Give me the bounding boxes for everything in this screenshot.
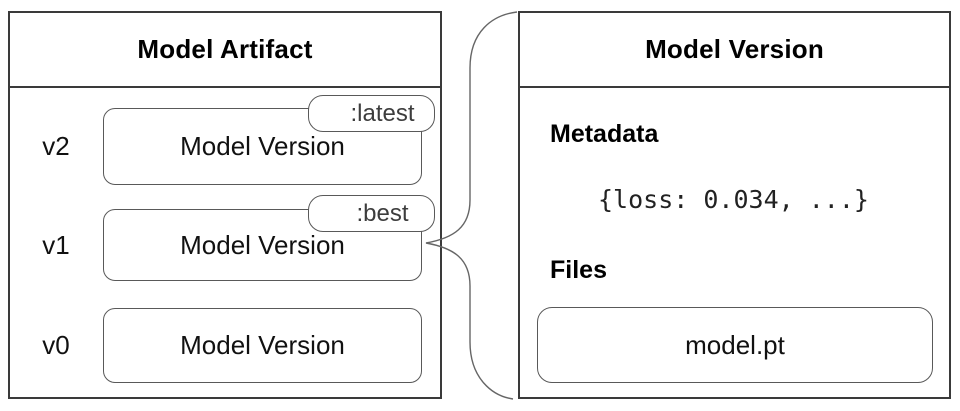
- model-version-box-v2-label: Model Version: [180, 131, 345, 161]
- model-artifact-header: Model Artifact: [10, 13, 440, 88]
- file-box: model.pt: [537, 307, 933, 383]
- model-version-box-v0-label: Model Version: [180, 330, 345, 360]
- model-artifact-panel: Model Artifact v2 Model Version :latest …: [8, 11, 442, 399]
- model-version-detail-panel: Model Version Metadata {loss: 0.034, ...…: [518, 11, 951, 399]
- alias-tag-best-label: :best: [356, 199, 409, 227]
- model-version-box-v1-label: Model Version: [180, 229, 345, 260]
- model-version-detail-title: Model Version: [645, 34, 824, 64]
- version-label-v2: v2: [42, 131, 70, 161]
- alias-tag-best: :best: [308, 195, 435, 232]
- alias-tag-latest: :latest: [308, 95, 435, 132]
- alias-tag-latest-label: :latest: [350, 99, 415, 127]
- metadata-value: {loss: 0.034, ...}: [598, 185, 869, 214]
- files-heading: Files: [550, 256, 607, 284]
- model-artifact-title: Model Artifact: [137, 34, 313, 64]
- metadata-heading: Metadata: [550, 120, 659, 148]
- model-version-detail-header: Model Version: [520, 13, 949, 88]
- version-label-v0: v0: [42, 330, 70, 360]
- version-label-v1: v1: [42, 229, 70, 260]
- model-version-box-v0: Model Version: [103, 308, 422, 383]
- file-name: model.pt: [685, 329, 785, 360]
